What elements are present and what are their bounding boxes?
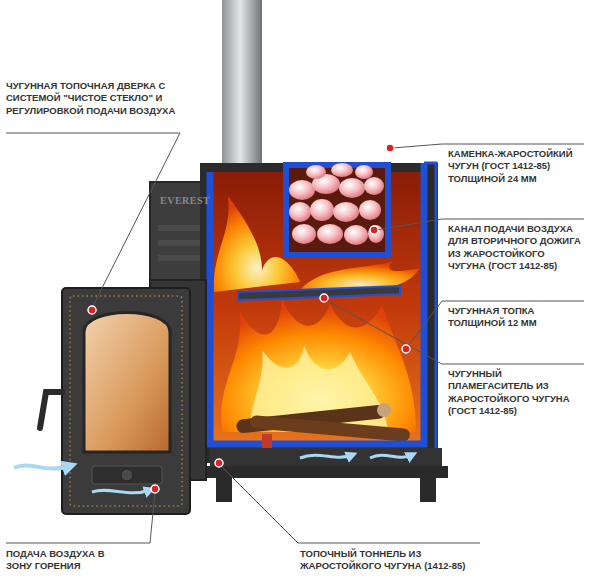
- air-arrow: [14, 465, 70, 468]
- callout-label: КАМЕНКА-ЖАРОСТОЙКИЙ ЧУГУН (ГОСТ 1412-85)…: [448, 148, 584, 185]
- stone: [289, 202, 311, 222]
- callout-label: ЧУГУННАЯ ТОПКА ТОЛЩИНОЙ 12 ММ: [448, 305, 568, 330]
- stove-body: [200, 163, 438, 463]
- callout-dot: [88, 306, 96, 314]
- leader-line: [408, 301, 584, 346]
- stone: [364, 177, 384, 195]
- callout-dots: [88, 144, 410, 493]
- leader-line: [392, 144, 584, 148]
- stone: [359, 200, 381, 220]
- door-glass: [84, 313, 170, 453]
- log: [250, 415, 411, 442]
- leader-line: [221, 466, 480, 543]
- callout-label: ПОДАЧА ВОЗДУХА В ЗОНУ ГОРЕНИЯ: [6, 548, 118, 573]
- callout-dot: [320, 294, 328, 302]
- callout-dot: [215, 459, 223, 467]
- callout-dot: [386, 144, 394, 152]
- callout-dot: [151, 485, 159, 493]
- leader-line: [6, 492, 155, 543]
- brand-emboss: EVEREST: [160, 196, 230, 206]
- air-arrow: [92, 490, 150, 493]
- leader-line: [6, 133, 180, 308]
- stove-leg: [216, 476, 232, 502]
- base-plate: [196, 466, 448, 478]
- callout-label: КАНАЛ ПОДАЧИ ВОЗДУХА ДЛЯ ВТОРИЧНОГО ДОЖИ…: [448, 223, 584, 272]
- door-handle: [40, 392, 62, 428]
- air-regulator: [92, 466, 162, 484]
- regulator-knob: [121, 469, 133, 481]
- stone: [331, 163, 353, 177]
- door-ornament: [70, 296, 182, 506]
- stone: [333, 202, 359, 222]
- chimney-pipe: [222, 0, 262, 188]
- callout-label: ЧУГУННЫЙ ПЛАМЕГАСИТЕЛЬ ИЗ ЖАРОСТОЙКОГО Ч…: [448, 368, 584, 417]
- stove-leg: [420, 476, 436, 502]
- stone: [289, 180, 315, 200]
- stone: [310, 199, 334, 221]
- stone: [306, 165, 326, 179]
- air-channel-wall: [424, 163, 436, 463]
- stone: [317, 224, 343, 244]
- stone: [344, 225, 368, 245]
- leader-lines: [6, 133, 584, 543]
- air-tunnel: [210, 448, 442, 466]
- flame-baffle: [238, 286, 400, 300]
- cast-iron-lining: [210, 163, 424, 444]
- callout-label: ТОПОЧНЫЙ ТОННЕЛЬ ИЗ ЖАРОСТОЙКОГО ЧУГУНА …: [300, 548, 484, 573]
- stone: [292, 224, 316, 244]
- stone: [368, 225, 384, 243]
- air-arrow: [300, 455, 352, 458]
- leader-line: [326, 300, 584, 364]
- callout-dot: [370, 226, 378, 234]
- log-end: [377, 403, 391, 417]
- sauna-stones: [289, 163, 384, 245]
- air-arrow: [370, 455, 412, 458]
- stone-well: [286, 165, 388, 255]
- callout-label: ЧУГУННАЯ ТОПОЧНАЯ ДВЕРКА С СИСТЕМОЙ "ЧИС…: [6, 80, 182, 117]
- stone: [355, 165, 373, 179]
- callout-dot: [402, 345, 410, 353]
- fire-door: [62, 288, 190, 514]
- stone: [339, 178, 365, 198]
